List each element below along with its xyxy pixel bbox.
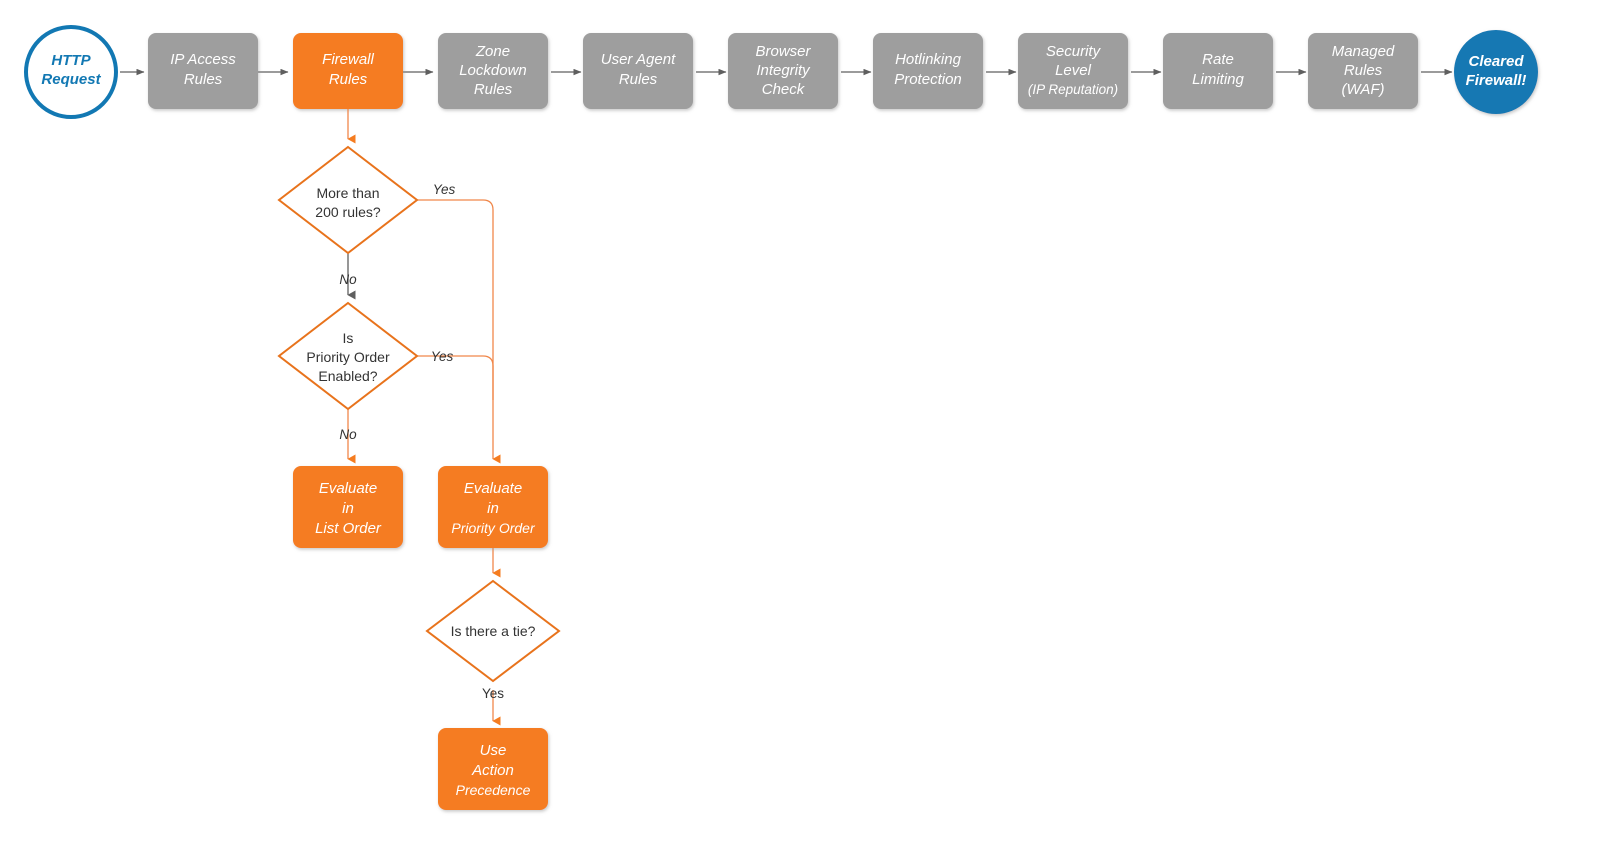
is-priority-order-enabled-label-line-1: Is: [343, 330, 354, 346]
more-than-200-rules-label-line-2: 200 rules?: [315, 204, 381, 220]
node-rate-limiting[interactable]: Rate Limiting: [1163, 33, 1273, 109]
edge-label-decision2-yes: Yes: [431, 349, 454, 364]
ip-access-rules-box: [148, 33, 258, 109]
edge-label-decision1-no: No: [339, 272, 357, 287]
node-cleared-firewall[interactable]: Cleared Firewall!: [1454, 30, 1538, 114]
ip-access-rules-label-line-1: IP Access: [170, 51, 236, 68]
firewall-rules-label-line-2: Rules: [329, 71, 368, 88]
decision-more-than-200-rules[interactable]: More than 200 rules?: [277, 145, 419, 255]
security-level-label-line-3: (IP Reputation): [1028, 82, 1118, 97]
hotlinking-protection-box: [873, 33, 983, 109]
security-level-box: [1018, 33, 1128, 109]
evaluate-in-list-order-label-line-3: List Order: [315, 520, 382, 537]
hotlinking-protection-label-line-1: Hotlinking: [895, 51, 962, 68]
ip-access-rules-label-line-2: Rules: [184, 71, 223, 88]
browser-integrity-check-box: [728, 33, 838, 109]
node-evaluate-in-priority-order[interactable]: Evaluate in Priority Order: [438, 466, 548, 548]
firewall-rules-label-line-1: Firewall: [322, 51, 374, 68]
rate-limiting-box: [1163, 33, 1273, 109]
node-use-action-precedence[interactable]: Use Action Precedence: [438, 728, 548, 810]
more-than-200-rules-diamond: [277, 145, 419, 255]
evaluate-in-list-order-label-line-1: Evaluate: [319, 480, 377, 497]
managed-rules-waf-label-line-2: Rules: [1344, 62, 1383, 79]
decision-is-there-a-tie[interactable]: Is there a tie?: [425, 579, 561, 683]
node-user-agent-rules[interactable]: User Agent Rules: [583, 33, 693, 109]
zone-lockdown-rules-label-line-3: Rules: [474, 81, 513, 98]
is-priority-order-enabled-label-line-2: Priority Order: [306, 349, 390, 365]
http-request-circle: [24, 25, 118, 119]
use-action-precedence-box: [438, 728, 548, 810]
node-hotlinking-protection[interactable]: Hotlinking Protection: [873, 33, 983, 109]
edge-label-decision1-yes: Yes: [433, 182, 456, 197]
zone-lockdown-rules-box: [438, 33, 548, 109]
managed-rules-waf-label-line-1: Managed: [1332, 43, 1395, 60]
edge-label-tie-yes: Yes: [482, 686, 504, 701]
managed-rules-waf-box: [1308, 33, 1418, 109]
is-priority-order-enabled-label-line-3: Enabled?: [318, 368, 377, 384]
rate-limiting-label-line-2: Limiting: [1192, 71, 1244, 88]
node-http-request[interactable]: HTTP Request: [24, 25, 118, 119]
node-browser-integrity-check[interactable]: Browser Integrity Check: [728, 33, 838, 109]
user-agent-rules-label-line-2: Rules: [619, 71, 658, 88]
decision-is-priority-order-enabled[interactable]: Is Priority Order Enabled?: [277, 301, 419, 411]
evaluate-in-list-order-box: [293, 466, 403, 548]
node-zone-lockdown-rules[interactable]: Zone Lockdown Rules: [438, 33, 548, 109]
http-request-label-line-2: Request: [41, 71, 101, 88]
cleared-firewall-label-line-2: Firewall!: [1466, 72, 1527, 89]
http-request-label-line-1: HTTP: [51, 52, 91, 69]
user-agent-rules-label-line-1: User Agent: [601, 51, 676, 68]
browser-integrity-check-label-line-3: Check: [762, 81, 806, 98]
is-there-a-tie-diamond: [425, 579, 561, 683]
use-action-precedence-label-line-2: Action: [471, 762, 514, 779]
connector-decision2-yes-to-trunk: [417, 355, 494, 400]
user-agent-rules-box: [583, 33, 693, 109]
evaluate-in-priority-order-label-line-1: Evaluate: [464, 480, 522, 497]
use-action-precedence-label-line-3: Precedence: [456, 782, 531, 798]
node-firewall-rules[interactable]: Firewall Rules: [293, 33, 403, 109]
is-priority-order-enabled-diamond: [277, 301, 419, 411]
node-ip-access-rules[interactable]: IP Access Rules: [148, 33, 258, 109]
rate-limiting-label-line-1: Rate: [1202, 51, 1234, 68]
node-managed-rules-waf[interactable]: Managed Rules (WAF): [1308, 33, 1418, 109]
is-there-a-tie-label: Is there a tie?: [451, 623, 536, 639]
browser-integrity-check-label-line-2: Integrity: [756, 62, 811, 79]
more-than-200-rules-label-line-1: More than: [316, 185, 379, 201]
edge-label-decision2-no: No: [339, 427, 357, 442]
browser-integrity-check-label-line-1: Browser: [755, 43, 811, 60]
hotlinking-protection-label-line-2: Protection: [894, 71, 962, 88]
connector-decision1-yes-to-priority-order: [417, 199, 501, 464]
use-action-precedence-label-line-1: Use: [480, 742, 507, 759]
cleared-firewall-label-line-1: Cleared: [1468, 53, 1524, 70]
zone-lockdown-rules-label-line-2: Lockdown: [459, 62, 527, 79]
zone-lockdown-rules-label-line-1: Zone: [475, 43, 510, 60]
node-evaluate-in-list-order[interactable]: Evaluate in List Order: [293, 466, 403, 548]
evaluate-in-list-order-label-line-2: in: [342, 500, 354, 517]
security-level-label-line-1: Security: [1046, 43, 1102, 60]
evaluate-in-priority-order-label-line-2: in: [487, 500, 499, 517]
cleared-firewall-circle: [1454, 30, 1538, 114]
security-level-label-line-2: Level: [1055, 62, 1092, 79]
branch-connectors: [347, 109, 501, 726]
evaluate-in-priority-order-label-line-3: Priority Order: [451, 520, 536, 536]
firewall-rules-box: [293, 33, 403, 109]
node-security-level[interactable]: Security Level (IP Reputation): [1018, 33, 1128, 109]
managed-rules-waf-label-line-3: (WAF): [1341, 81, 1384, 98]
evaluate-in-priority-order-box: [438, 466, 548, 548]
